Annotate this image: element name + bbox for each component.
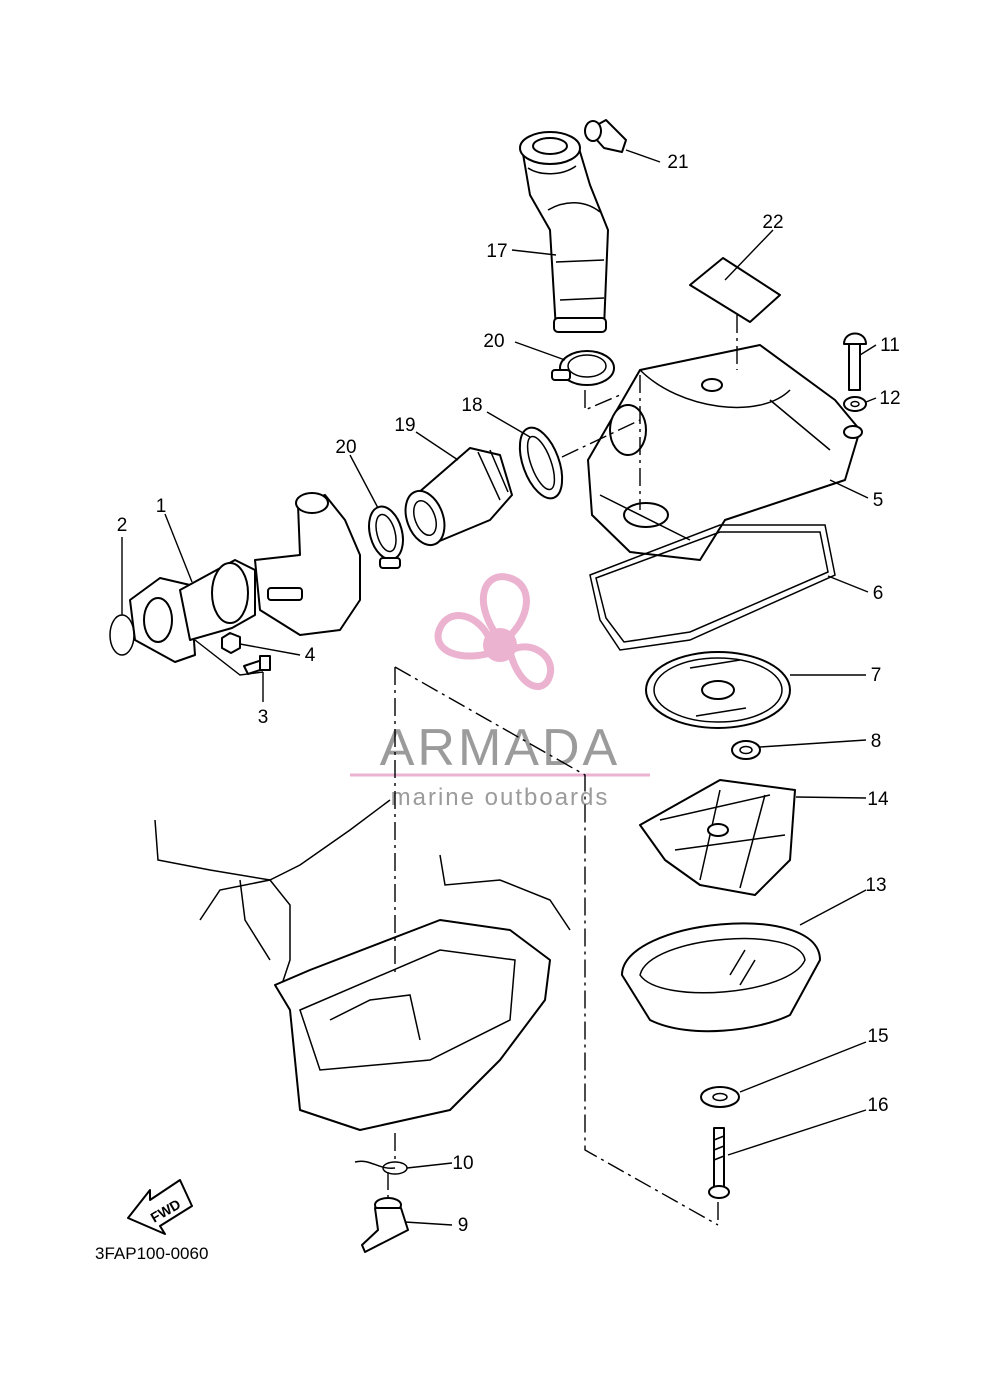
part-2-o-ring [109,614,135,656]
part-7-filter-screen [645,651,791,729]
callout-10: 10 [452,1153,473,1174]
carburetor-reference [254,492,361,636]
part-10-clip [354,1160,408,1175]
part-12-washer [843,396,867,412]
part-8-lock-washer [731,740,761,760]
part-20-clamp-upper [551,350,615,386]
watermark-tagline: marine outboards [391,784,610,811]
callout-21: 21 [667,152,688,173]
armada-logo: ARMADA marine outboards [350,573,650,811]
callout-9: 9 [458,1215,469,1236]
callout-17: 17 [486,241,507,262]
fwd-arrow: FWD [127,1179,193,1235]
propeller-hub-icon [483,628,517,662]
callout-20-upper: 20 [483,331,504,352]
part-11-bolt [843,332,867,391]
part-15-washer [700,1086,740,1108]
part-3-bolt [243,655,271,675]
callout-7: 7 [871,665,882,686]
callout-16: 16 [867,1095,888,1116]
callout-11: 11 [880,335,900,356]
callout-2: 2 [117,515,128,536]
part-16-long-bolt [708,1127,730,1199]
watermark-brand: ARMADA [380,719,620,777]
part-6-gasket [589,524,836,651]
part-5-airbox-case [587,344,863,561]
part-22-label [689,257,781,323]
callout-3: 3 [258,707,269,728]
callout-12: 12 [879,388,900,409]
callout-4: 4 [305,645,316,666]
leader-lines [121,149,877,1226]
part-14-filter-cage [639,779,796,896]
callout-18: 18 [461,395,482,416]
part-19-joint [404,447,513,547]
part-20-clamp-lower [368,505,404,569]
part-13-foam-element [621,922,821,1033]
part-18-band [518,426,564,500]
callout-19: 19 [394,415,415,436]
engine-housing-reference [154,799,571,1131]
callout-13: 13 [865,875,886,896]
part-9-drain-hose [361,1197,409,1253]
part-1-intake-manifold [129,559,256,663]
callout-6: 6 [873,583,884,604]
part-17-intake-duct [519,131,609,333]
callout-1: 1 [156,496,167,517]
callout-14: 14 [867,789,889,810]
part-4-nut [221,632,241,654]
assembly-axis-lines [387,315,738,1226]
callout-8: 8 [871,731,882,752]
callout-22: 22 [762,212,783,233]
callout-5: 5 [873,490,884,511]
part-21-elbow [584,119,627,153]
callout-20-lower: 20 [335,437,356,458]
diagram-code: 3FAP100-0060 [95,1244,208,1263]
propeller-icon [434,573,555,690]
callout-15: 15 [867,1026,888,1047]
callout-labels: 1 2 3 4 5 6 7 8 9 10 11 12 13 14 15 16 1… [117,152,901,1236]
